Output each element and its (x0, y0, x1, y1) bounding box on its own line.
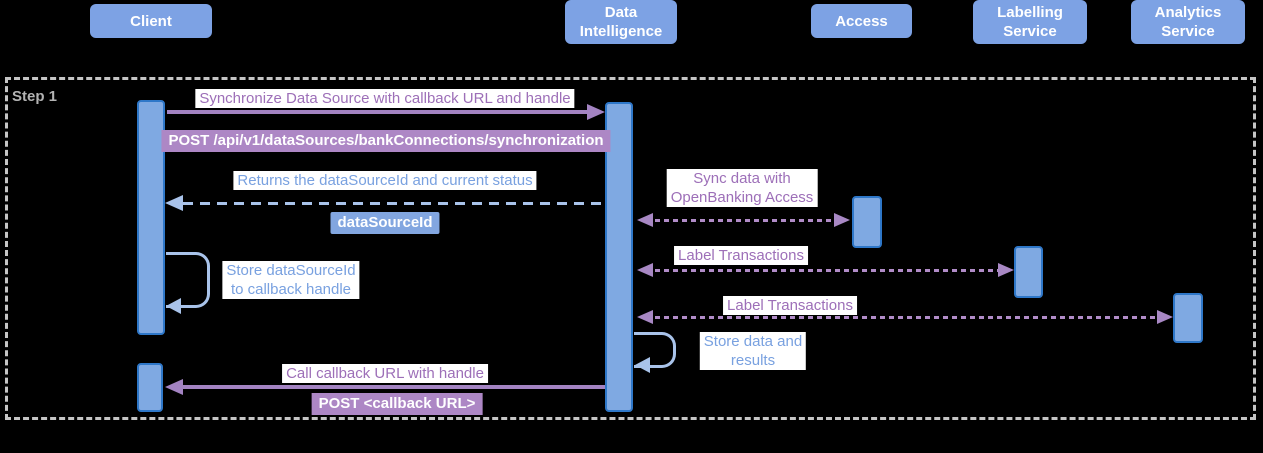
message-sync-openbanking: Sync data with OpenBanking Access (666, 169, 818, 207)
arrow-sync-datasource (167, 110, 589, 114)
arrowhead-right-icon (1157, 310, 1173, 324)
actor-header-analytics-service: Analytics Service (1131, 0, 1245, 44)
arrow-returns-datasourceid (183, 202, 605, 205)
message-label-transactions-2: Label Transactions (723, 296, 857, 315)
arrow-label-transactions-1 (655, 269, 999, 272)
message-call-callback: Call callback URL with handle (282, 364, 488, 383)
activation-bar-client-2 (137, 363, 163, 412)
arrowhead-left-icon (165, 379, 183, 395)
arrow-sync-openbanking (655, 219, 835, 222)
actor-header-access: Access (811, 4, 912, 38)
arrowhead-right-icon (998, 263, 1014, 277)
arrowhead-right-icon (834, 213, 850, 227)
step-label: Step 1 (12, 88, 58, 105)
actor-header-client: Client (90, 4, 212, 38)
step-frame (5, 77, 1256, 420)
arrow-label-transactions-2 (655, 316, 1158, 319)
actor-header-data-intelligence: Data Intelligence (565, 0, 677, 44)
message-sync-datasource: Synchronize Data Source with callback UR… (195, 89, 575, 108)
activation-bar-client-1 (137, 100, 165, 335)
arrowhead-left-icon (637, 310, 653, 324)
message-returns-datasourceid: Returns the dataSourceId and current sta… (233, 171, 537, 190)
arrowhead-left-icon (637, 213, 653, 227)
self-loop-client (166, 252, 210, 308)
actor-header-labelling-service: Labelling Service (973, 0, 1087, 44)
activation-bar-labelling-service (1014, 246, 1043, 298)
arrowhead-left-icon (165, 195, 183, 211)
badge-datasourceid: dataSourceId (330, 212, 440, 234)
activation-bar-access (852, 196, 882, 248)
message-label-transactions-1: Label Transactions (674, 246, 808, 265)
badge-post-synchronization: POST /api/v1/dataSources/bankConnections… (161, 130, 611, 152)
activation-bar-analytics-service (1173, 293, 1203, 343)
badge-post-callback-url: POST <callback URL> (311, 393, 483, 415)
arrowhead-left-icon (166, 298, 181, 314)
arrowhead-left-icon (635, 357, 650, 373)
activation-bar-data-intelligence (605, 102, 633, 412)
arrowhead-right-icon (587, 104, 605, 120)
self-loop-data-intelligence (634, 332, 676, 368)
arrow-call-callback (183, 385, 605, 389)
message-store-datasourceid: Store dataSourceId to callback handle (222, 261, 360, 299)
message-store-data-results: Store data and results (699, 332, 807, 370)
arrowhead-left-icon (637, 263, 653, 277)
